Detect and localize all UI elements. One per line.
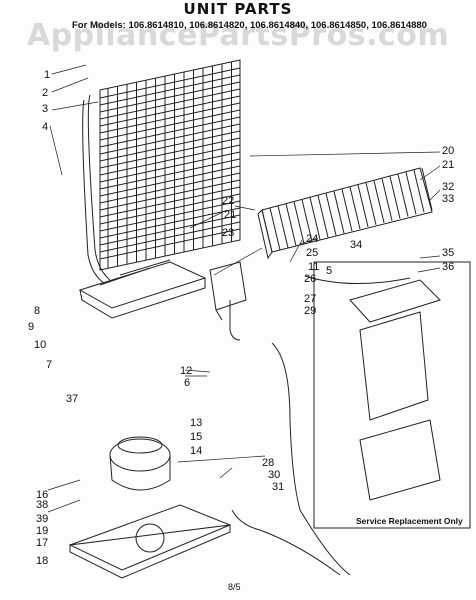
service-note: Service Replacement Only: [356, 516, 463, 526]
service-inset: [313, 261, 471, 529]
callout-12: 12: [180, 365, 193, 377]
callout-2: 2: [42, 87, 49, 99]
mounting-base: [68, 504, 232, 579]
callout-3: 3: [42, 103, 49, 115]
callout-25: 25: [306, 247, 319, 259]
callout-9: 9: [28, 321, 35, 333]
callout-17: 17: [36, 537, 49, 549]
callout-22: 22: [222, 195, 235, 207]
callout-14: 14: [190, 445, 203, 457]
callout-36: 36: [442, 261, 455, 273]
callout-19: 19: [36, 525, 49, 537]
callout-4: 4: [42, 121, 49, 133]
diagram-title: UNIT PARTS: [183, 0, 293, 18]
callout-5: 5: [326, 265, 333, 277]
callout-13: 13: [190, 417, 203, 429]
callout-34: 34: [350, 239, 363, 251]
callout-26: 26: [304, 273, 317, 285]
callout-21: 21: [442, 159, 455, 171]
condenser-coil: [82, 59, 241, 284]
callout-37: 37: [66, 393, 79, 405]
callout-7: 7: [46, 359, 53, 371]
callout-23: 23: [222, 227, 235, 239]
callout-35: 35: [442, 247, 455, 259]
callout-38: 38: [36, 499, 49, 511]
evaporator-coil: [257, 167, 433, 285]
callout-18: 18: [36, 555, 49, 567]
callout-20: 20: [442, 145, 455, 157]
fan-bracket: [209, 261, 247, 321]
refrigerant-tubing: [229, 300, 351, 576]
callout-11: 11: [308, 261, 320, 273]
drain-pan: [78, 259, 207, 319]
callout-15: 15: [190, 431, 203, 443]
callout-16: 16: [36, 489, 49, 501]
model-list: For Models: 106.8614810, 106.8614820, 10…: [72, 20, 427, 31]
callout-28: 28: [262, 457, 275, 469]
callout-1: 1: [44, 69, 51, 81]
callout-32: 32: [442, 181, 455, 193]
callout-39: 39: [36, 513, 49, 525]
callout-21: 21: [224, 209, 237, 221]
callout-8: 8: [34, 305, 41, 317]
callout-33: 33: [442, 193, 455, 205]
callout-24: 24: [306, 233, 319, 245]
callout-30: 30: [268, 469, 281, 481]
callout-29: 29: [304, 305, 317, 317]
callout-10: 10: [34, 339, 47, 351]
callout-27: 27: [304, 293, 317, 305]
page-number: 8/5: [228, 582, 241, 592]
callout-6: 6: [184, 377, 191, 389]
compressor: [109, 436, 171, 491]
callout-31: 31: [272, 481, 285, 493]
